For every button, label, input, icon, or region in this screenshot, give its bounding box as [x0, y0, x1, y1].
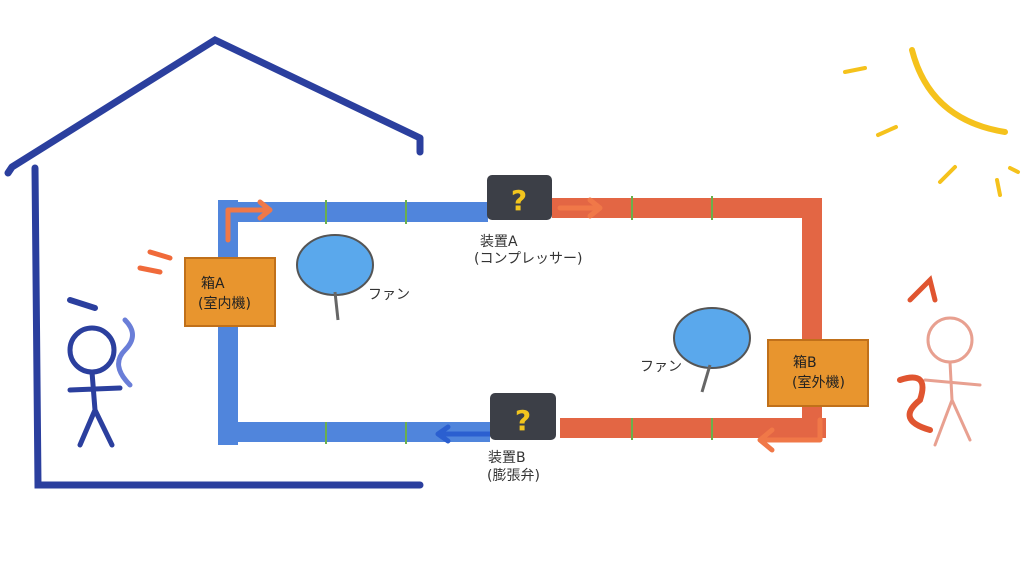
- device-a-icon: [487, 175, 552, 220]
- device-b-label: 装置B: [488, 450, 526, 466]
- box-b-label: 箱B: [793, 355, 817, 371]
- question-mark-icon: ?: [515, 404, 531, 437]
- sun-icon: [843, 47, 1020, 197]
- fan-a-icon: [296, 234, 374, 321]
- flow-arrow: [225, 199, 273, 243]
- box-b: [767, 339, 869, 407]
- fan-b-icon: [673, 307, 751, 393]
- hot-person-icon: [897, 275, 982, 447]
- fan-a-label: ファン: [368, 287, 410, 303]
- house: [4, 36, 424, 489]
- flow-arrow: [557, 197, 603, 219]
- flow-arrow: [435, 424, 493, 444]
- device-b-sublabel: (膨張弁): [487, 468, 540, 484]
- box-a-label: 箱A: [201, 276, 225, 292]
- device-a-sublabel: (コンプレッサー): [474, 251, 583, 267]
- heat-arrow-icon: [137, 249, 173, 275]
- device-b-icon: [490, 393, 556, 440]
- box-b-sublabel: (室外機): [792, 375, 845, 391]
- fan-b-label: ファン: [640, 359, 682, 375]
- box-a-sublabel: (室内機): [198, 296, 251, 312]
- device-a-label: 装置A: [480, 234, 518, 250]
- cold-person-icon: [67, 297, 135, 448]
- box-a: [184, 257, 276, 327]
- question-mark-icon: ?: [511, 184, 527, 217]
- flow-arrow: [757, 417, 823, 453]
